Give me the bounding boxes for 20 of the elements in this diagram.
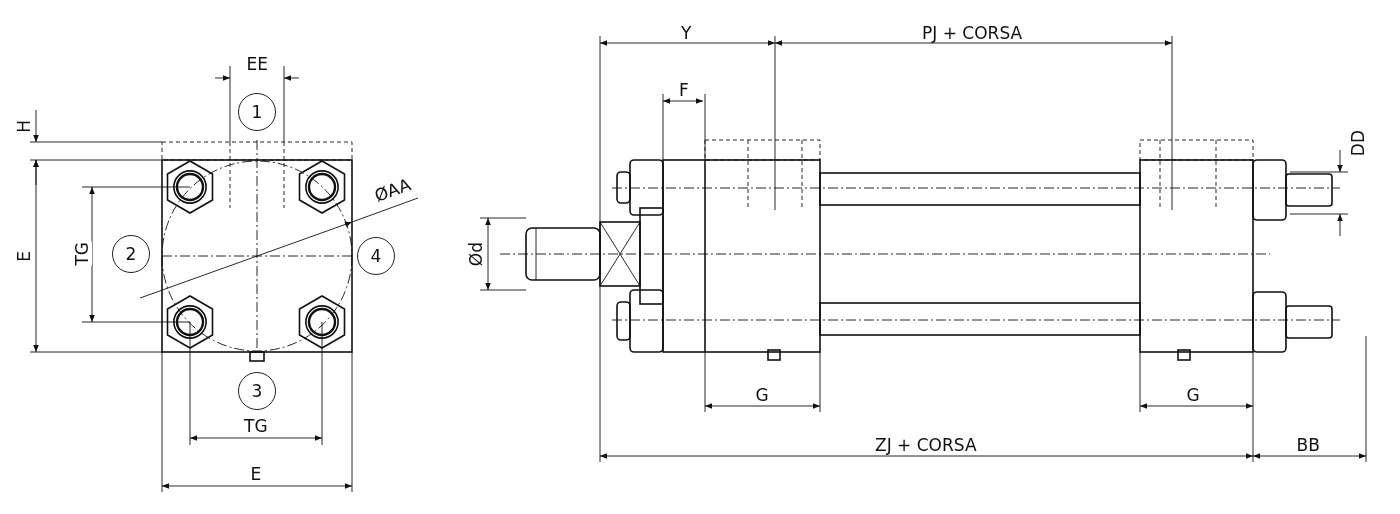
dimension-label: Y — [680, 24, 693, 42]
dimension-label: E — [249, 465, 263, 483]
callout-circle — [357, 237, 395, 275]
callout-number: 1 — [251, 102, 263, 122]
callout-number: 4 — [370, 246, 382, 266]
callout-circle — [238, 93, 276, 131]
callout-circle — [238, 372, 276, 410]
dimension-label: Ød — [466, 242, 486, 267]
dimension-label: PJ + CORSA — [921, 24, 1024, 42]
dimension-label: G — [1185, 386, 1201, 404]
dimension-label: G — [754, 386, 770, 404]
callout-circle — [112, 235, 150, 273]
dimension-label: F — [678, 81, 690, 99]
dimension-label: BB — [1295, 436, 1321, 454]
dimension-label: ZJ + CORSA — [874, 436, 978, 454]
callout-number: 2 — [125, 244, 137, 264]
dimension-label: EE — [245, 55, 269, 73]
dimension-label: TG — [243, 417, 269, 435]
dimension-label: TG — [72, 242, 92, 266]
callout-number: 3 — [251, 381, 263, 401]
